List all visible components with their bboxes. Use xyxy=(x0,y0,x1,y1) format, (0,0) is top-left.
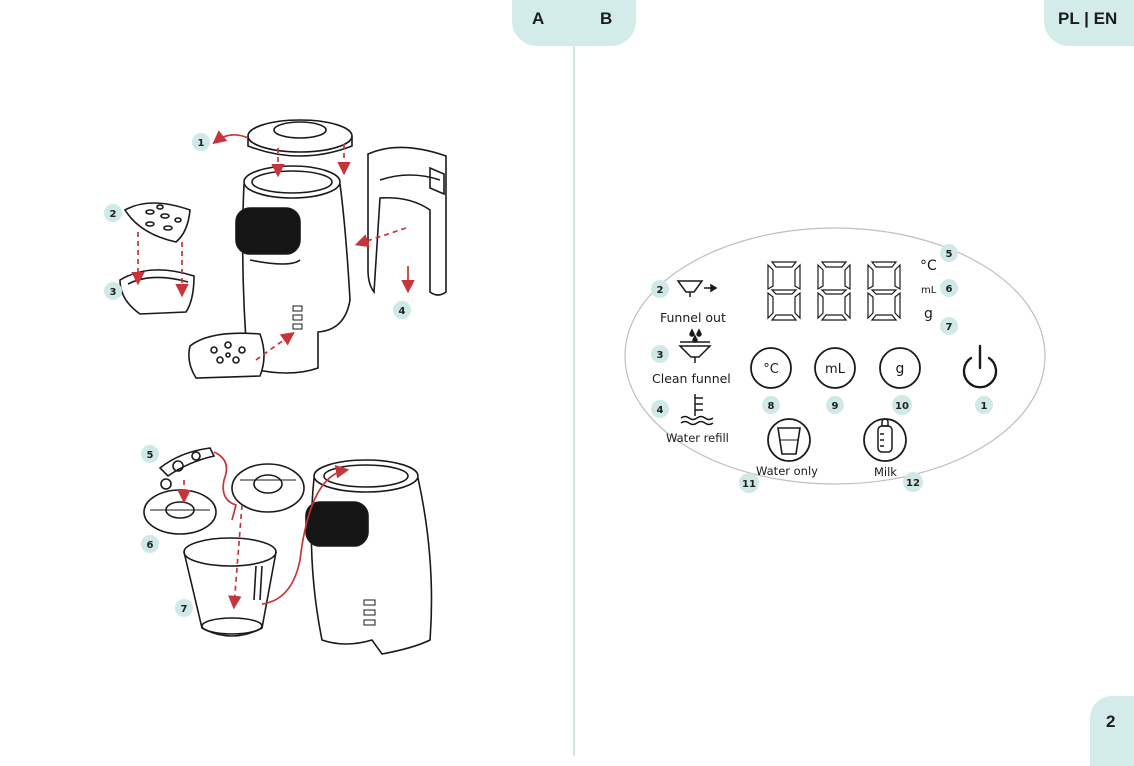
callout-a-3: 3 xyxy=(104,282,122,300)
callout-b-4: 4 xyxy=(651,400,669,418)
control-panel: °C mL g Funnel out Clean funnel Water re… xyxy=(625,228,1045,484)
callout-b-5: 5 xyxy=(940,244,958,262)
svg-text:10: 10 xyxy=(895,401,909,412)
water-only-label: Water only xyxy=(756,464,818,478)
unit-grams: g xyxy=(924,306,933,322)
svg-text:mL: mL xyxy=(825,362,846,377)
water-tank-part xyxy=(368,147,446,295)
milk-button[interactable] xyxy=(864,419,906,461)
svg-text:1: 1 xyxy=(981,401,988,412)
cup-part xyxy=(184,538,276,636)
clip-part xyxy=(160,448,214,489)
unit-celsius: °C xyxy=(920,258,937,274)
callout-b-9: 9 xyxy=(826,396,844,414)
callout-a-7: 7 xyxy=(175,599,193,617)
machine-body-bottom xyxy=(306,460,432,654)
grate-part xyxy=(125,203,190,242)
drip-tray-top xyxy=(189,333,264,378)
clean-funnel-label: Clean funnel xyxy=(652,371,731,386)
callout-b-6: 6 xyxy=(940,279,958,297)
callout-a-4: 4 xyxy=(393,301,411,319)
callout-a-2: 2 xyxy=(104,204,122,222)
funnel-lid-part xyxy=(144,490,216,534)
callout-b-11: 11 xyxy=(739,473,759,493)
milk-label: Milk xyxy=(874,465,897,479)
funnel-out-label: Funnel out xyxy=(660,310,726,325)
svg-text:1: 1 xyxy=(198,138,205,149)
grams-button[interactable]: g xyxy=(880,348,920,388)
unit-ml: mL xyxy=(921,285,937,296)
water-only-button[interactable] xyxy=(768,419,810,461)
callout-a-1: 1 xyxy=(192,133,210,151)
svg-text:12: 12 xyxy=(906,478,920,489)
svg-text:3: 3 xyxy=(657,350,664,361)
svg-text:6: 6 xyxy=(147,540,154,551)
svg-text:°C: °C xyxy=(763,362,779,377)
svg-text:3: 3 xyxy=(110,287,117,298)
svg-text:2: 2 xyxy=(110,209,117,220)
callout-b-12: 12 xyxy=(903,472,923,492)
callout-a-6: 6 xyxy=(141,535,159,553)
callout-b-3: 3 xyxy=(651,345,669,363)
assembly-diagram-top xyxy=(120,120,446,378)
svg-text:5: 5 xyxy=(147,450,154,461)
svg-text:g: g xyxy=(896,361,905,377)
funnel-top-part xyxy=(232,464,304,512)
svg-text:7: 7 xyxy=(946,322,953,333)
svg-text:11: 11 xyxy=(742,479,756,490)
svg-text:7: 7 xyxy=(181,604,188,615)
callout-b-10: 10 xyxy=(892,395,912,415)
svg-text:6: 6 xyxy=(946,284,953,295)
assembly-diagram-bottom xyxy=(144,448,432,654)
svg-text:2: 2 xyxy=(657,285,664,296)
svg-text:8: 8 xyxy=(768,401,775,412)
svg-text:9: 9 xyxy=(832,401,839,412)
svg-text:5: 5 xyxy=(946,249,953,260)
callout-b-7: 7 xyxy=(940,317,958,335)
tray-base-part xyxy=(120,270,194,314)
svg-text:4: 4 xyxy=(657,405,664,416)
callout-b-8: 8 xyxy=(762,396,780,414)
callout-b-2: 2 xyxy=(651,280,669,298)
callout-b-1: 1 xyxy=(975,396,993,414)
callout-a-5: 5 xyxy=(141,445,159,463)
celsius-button[interactable]: °C xyxy=(751,348,791,388)
water-refill-label: Water refill xyxy=(666,431,729,445)
lid-part xyxy=(248,120,352,156)
svg-text:4: 4 xyxy=(399,306,406,317)
ml-button[interactable]: mL xyxy=(815,348,855,388)
